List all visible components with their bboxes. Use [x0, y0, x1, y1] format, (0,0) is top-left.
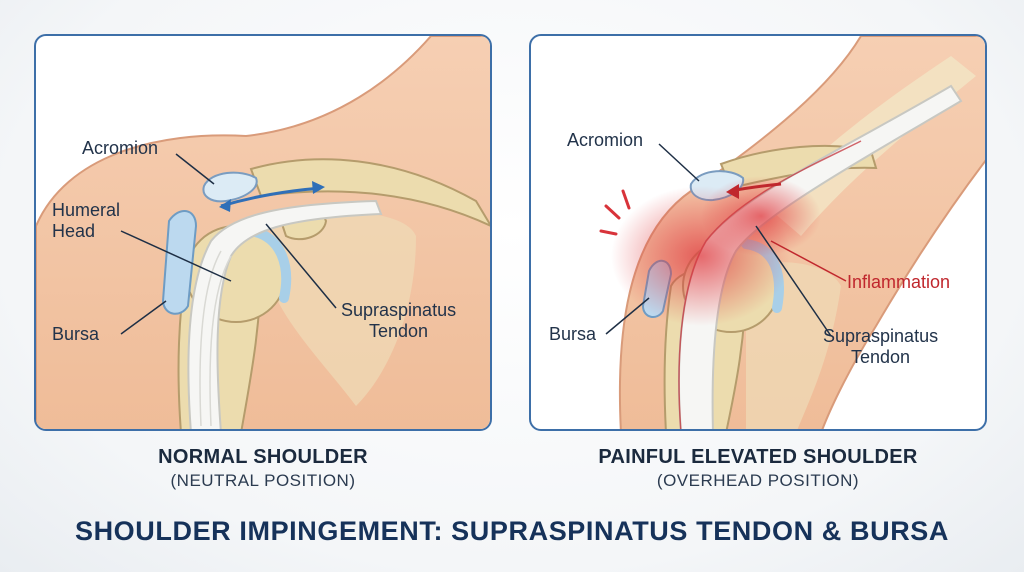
bursa-sac — [161, 210, 198, 315]
supraspinatus-tendon-label: Supraspinatus Tendon — [823, 326, 939, 367]
acromion-label: Acromion — [82, 138, 159, 158]
bursa-label: Bursa — [549, 324, 597, 344]
bursa-label: Bursa — [52, 324, 100, 344]
scapula — [271, 211, 416, 406]
supraspinatus-tendon-label: Supraspinatus Tendon — [341, 300, 457, 341]
normal-shoulder-illustration — [36, 36, 490, 429]
elevated-shoulder-illustration — [599, 36, 985, 429]
motion-arrow — [220, 186, 322, 208]
acromion-label: Acromion — [567, 130, 644, 150]
acromion-bone — [202, 171, 258, 203]
elevated-shoulder-panel: Acromion Inflammation Bursa Supraspinatu… — [529, 34, 987, 431]
humeral-head-label: Humeral Head — [52, 200, 121, 241]
normal-shoulder-panel: Acromion Humeral Head Bursa Supraspinatu… — [34, 34, 492, 431]
inflammation-label: Inflammation — [847, 272, 951, 292]
supraspinatus-tendon — [187, 199, 383, 429]
clavicle — [249, 158, 490, 227]
page-title: SHOULDER IMPINGEMENT: SUPRASPINATUS TEND… — [74, 516, 950, 546]
pain-burst-icon — [599, 189, 631, 236]
normal-shoulder-title: NORMAL SHOULDER — [158, 446, 368, 468]
normal-shoulder-subtitle: (NEUTRAL POSITION) — [170, 471, 356, 490]
elevated-shoulder-title: PAINFUL ELEVATED SHOULDER — [598, 446, 918, 468]
elevated-shoulder-subtitle: (OVERHEAD POSITION) — [656, 471, 860, 490]
